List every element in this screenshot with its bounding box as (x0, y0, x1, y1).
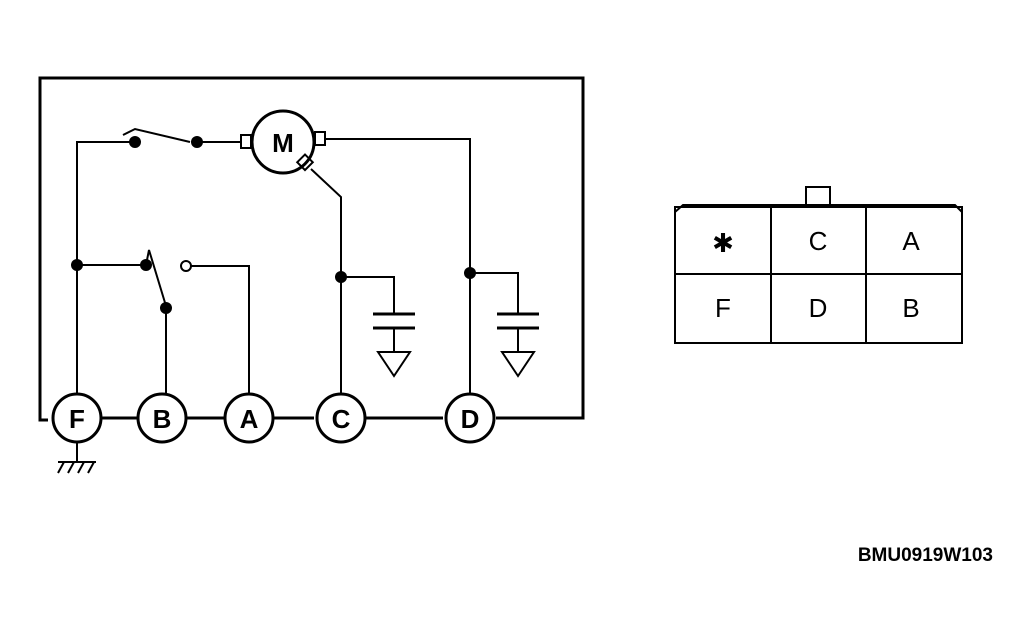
motor: M (240, 109, 471, 395)
terminal-f-label: F (69, 404, 85, 434)
capacitor-c (341, 276, 415, 378)
capacitor-d (470, 272, 539, 378)
connector-face: ✱ C A F D B (674, 186, 963, 344)
terminal-c-label: C (332, 404, 351, 434)
terminal-b: B (136, 392, 188, 444)
connector-cell-a: A (902, 226, 920, 256)
terminal-f: F (51, 392, 103, 444)
terminal-d: D (444, 392, 496, 444)
terminal-c: C (315, 392, 367, 444)
figure-code: BMU0919W103 (858, 545, 993, 566)
f-circuit-wires (76, 141, 146, 395)
terminal-b-label: B (153, 404, 172, 434)
upper-switch (122, 127, 241, 148)
chassis-ground-icon (57, 442, 96, 474)
connector-cell-f: F (715, 293, 731, 323)
lower-switch (140, 249, 250, 395)
terminal-a-label: A (240, 404, 259, 434)
connector-cell-d: D (809, 293, 828, 323)
junction-dots (71, 259, 476, 283)
connector-cell-c: C (809, 226, 828, 256)
connector-cell-b: B (902, 293, 919, 323)
outer-frame-wire (38, 76, 585, 422)
terminal-a: A (223, 392, 275, 444)
connector-cell-blank: ✱ (712, 228, 734, 258)
motor-label: M (272, 128, 294, 158)
terminal-d-label: D (461, 404, 480, 434)
